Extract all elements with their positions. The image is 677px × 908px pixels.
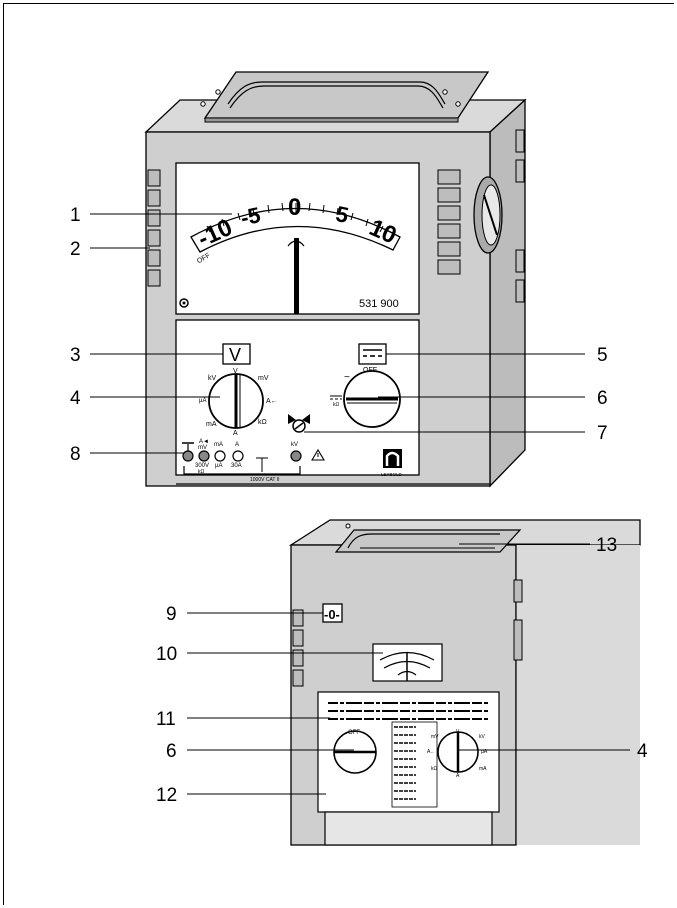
- terminal-label-a-arrow: A◄: [199, 439, 209, 445]
- range-display-text: V: [229, 345, 241, 365]
- dial-label-ua: µA: [199, 398, 206, 404]
- back-dial-label-v: V: [456, 729, 460, 735]
- terminal-kv[interactable]: [290, 450, 302, 462]
- zero-adjust-screw[interactable]: [288, 414, 310, 433]
- category-label: 1000V CAT II: [250, 477, 280, 483]
- callout-13: 13: [596, 535, 617, 556]
- terminal-ma[interactable]: [214, 450, 226, 462]
- info-text-lines: [328, 702, 490, 720]
- callout-4: 4: [70, 388, 81, 409]
- mode-selector-dial[interactable]: [343, 370, 401, 428]
- callout-leaders: [90, 213, 630, 795]
- callout-8: 8: [70, 444, 81, 465]
- callout-10: 10: [156, 644, 177, 665]
- callout-4-back: 4: [637, 741, 648, 762]
- zero-label: -0-: [324, 607, 340, 622]
- back-range-dial[interactable]: [437, 731, 479, 773]
- model-number: 531 900: [359, 298, 399, 310]
- info-table: [394, 726, 416, 800]
- terminal-ground[interactable]: [182, 450, 194, 462]
- scale-ticks: [206, 202, 384, 233]
- dial-label-a: A: [233, 430, 238, 437]
- dial-label-v: V: [233, 368, 238, 375]
- callout-2: 2: [70, 239, 81, 260]
- dial-label-kv: kV: [208, 375, 217, 382]
- callout-12: 12: [156, 785, 177, 806]
- terminal-label-30a: 30A: [231, 463, 242, 469]
- dial-label-kohm: kΩ: [258, 419, 267, 426]
- brand-name: LEYBOLD: [381, 472, 403, 477]
- terminal-label-ua: µA: [215, 463, 222, 469]
- back-dial-label-kohm: kΩ: [431, 766, 438, 772]
- figure-frame: [3, 3, 674, 905]
- battery-compartment[interactable]: [324, 811, 493, 846]
- mode-display: [358, 343, 387, 365]
- callout-5: 5: [597, 345, 608, 366]
- dial-label-a-arrow: A←: [266, 398, 278, 405]
- terminal-a[interactable]: [232, 450, 244, 462]
- back-dial-label-ma: mA: [479, 766, 487, 772]
- terminal-label-a: A: [235, 442, 239, 448]
- back-mode-dial[interactable]: [333, 730, 377, 774]
- callout-1: 1: [70, 205, 81, 226]
- multimeter-back-view: -0- OFF: [288, 519, 641, 846]
- terminal-label-300v: 300V: [195, 463, 209, 469]
- mode-off-label: OFF: [363, 367, 377, 374]
- terminal-mv[interactable]: [198, 450, 210, 462]
- terminal-label-ma: mA: [214, 442, 223, 448]
- brand-logo: [383, 449, 402, 468]
- mode-kohm-label: kΩ: [333, 402, 340, 408]
- back-dial-label-a: A: [456, 773, 460, 779]
- ac-symbol-icon: ~: [344, 372, 350, 383]
- calibration-icon: [179, 298, 189, 308]
- scale-label-5: 5: [334, 201, 351, 228]
- back-dial-label-kv: kV: [479, 734, 486, 740]
- callout-6-back: 6: [166, 741, 177, 762]
- multimeter-front-view: -10 -5 0 5 10 OFF 531 900 V kV V mV µA A…: [144, 71, 527, 488]
- range-selector-dial[interactable]: [208, 373, 264, 429]
- callout-6: 6: [597, 388, 608, 409]
- back-dial-label-a-arrow: A←: [427, 749, 435, 755]
- callout-11: 11: [156, 709, 176, 730]
- input-terminals: [182, 442, 302, 475]
- terminal-label-mv: mV: [198, 445, 207, 451]
- back-dial-label-ua: µA: [481, 749, 488, 755]
- dial-label-ma: mA: [206, 421, 217, 428]
- callout-3: 3: [70, 345, 81, 366]
- callout-7: 7: [597, 423, 608, 444]
- warning-triangle-icon: [311, 448, 325, 461]
- meter-needle: [294, 238, 299, 314]
- terminal-label-kv: kV: [291, 442, 298, 448]
- dial-label-mv: mV: [258, 375, 269, 382]
- back-dial-off-label: OFF: [348, 730, 360, 736]
- scale-label-0: 0: [288, 194, 301, 221]
- callout-9: 9: [166, 604, 177, 625]
- back-dial-label-mv: mV: [431, 734, 439, 740]
- dc-symbol-icon: [330, 395, 342, 400]
- terminal-label-kohm: kΩ: [198, 469, 205, 475]
